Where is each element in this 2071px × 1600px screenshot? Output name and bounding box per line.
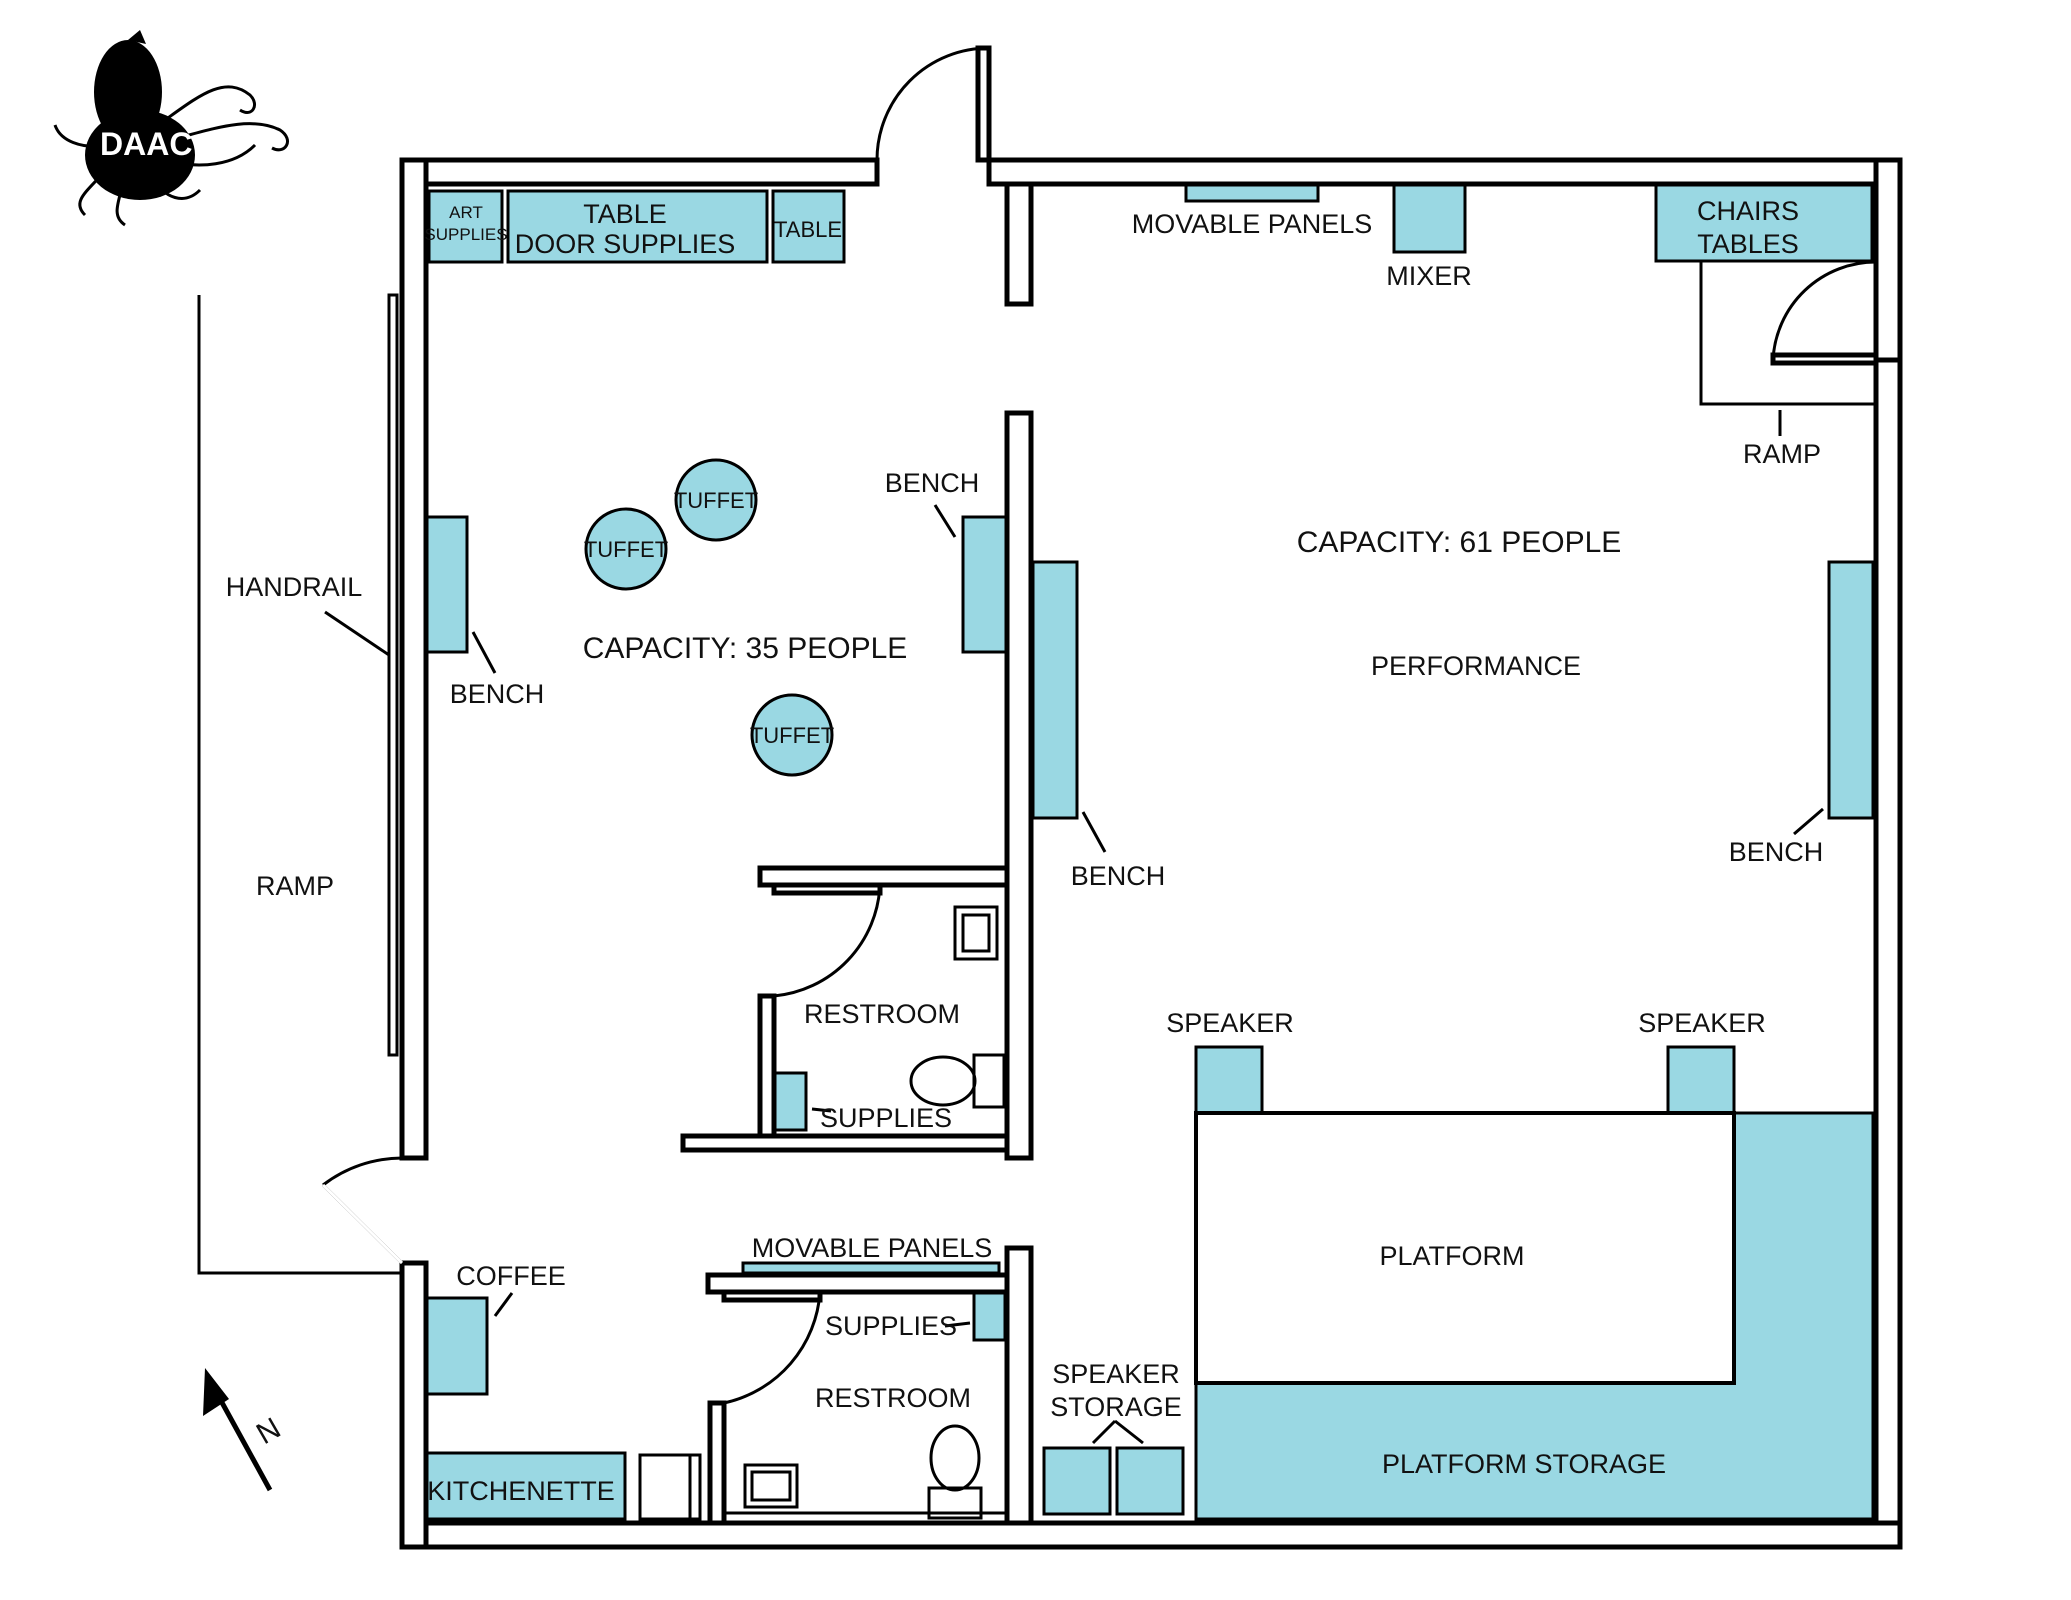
kitchenette-label: KITCHENETTE [427, 1476, 615, 1506]
coffee-label: COFFEE [456, 1261, 566, 1291]
bench-west-label: BENCH [450, 679, 545, 709]
movable-panels-top-label: MOVABLE PANELS [1132, 209, 1373, 239]
table-cabinet [771, 189, 846, 264]
handrail [387, 293, 399, 1057]
kitchenette-counter [423, 1451, 627, 1521]
tuffet-2 [584, 507, 668, 591]
west-ramp-outline [197, 295, 402, 1275]
tuffet-3-label: TUFFET [750, 723, 834, 748]
handrail-label: HANDRAIL [226, 572, 363, 602]
chairs-tables-storage [1654, 183, 1874, 263]
bench-east-label: BENCH [1729, 837, 1824, 867]
bench-center-bottom-label: BENCH [1071, 861, 1166, 891]
speaker-right [1666, 1045, 1736, 1115]
tuffet-1-label: TUFFET [674, 488, 758, 513]
north-arrow: N [203, 1368, 286, 1492]
walls-layer [399, 157, 1903, 1550]
speaker-storage-box-2 [1115, 1446, 1185, 1516]
ramp-east-label: RAMP [1743, 439, 1821, 469]
tuffet-2-label: TUFFET [584, 537, 668, 562]
logo-text: DAAC [100, 126, 192, 162]
table-small-label: TABLE [774, 217, 842, 242]
chairs-label: CHAIRS [1697, 196, 1799, 226]
speaker-right-label: SPEAKER [1638, 1008, 1766, 1038]
speaker-storage-label-2: STORAGE [1050, 1392, 1182, 1422]
speaker-storage-box-1 [1042, 1446, 1112, 1516]
capacity-west-label: CAPACITY: 35 PEOPLE [583, 632, 908, 665]
bench-center-right [1031, 560, 1079, 820]
supplies-north-label: SUPPLIES [820, 1103, 952, 1133]
movable-panels-bottom [741, 1261, 1001, 1275]
labels-layer: ART SUPPLIES TABLE DOOR SUPPLIES TABLE M… [226, 196, 1824, 1506]
platform-storage-label: PLATFORM STORAGE [1382, 1449, 1666, 1479]
furniture-layer [421, 183, 1875, 1521]
mixer [1392, 183, 1467, 254]
bench-east [1827, 560, 1875, 820]
supplies-south-shelf [972, 1291, 1007, 1342]
art-supplies-label-2: SUPPLIES [424, 225, 507, 244]
table-door-label-1: TABLE [583, 199, 667, 229]
bench-center-left [961, 515, 1009, 654]
tuffet-3 [750, 693, 834, 777]
speaker-left-label: SPEAKER [1166, 1008, 1294, 1038]
lines-layer [197, 45, 1879, 1521]
tables-label: TABLES [1697, 229, 1799, 259]
west-door-swing [322, 1156, 403, 1187]
east-door-swing [1771, 260, 1877, 361]
speaker-left [1194, 1045, 1264, 1115]
north-door-swing [875, 46, 990, 161]
table-door-supplies-cabinet [506, 189, 769, 264]
supplies-south-label: SUPPLIES [825, 1311, 957, 1341]
art-supplies-label-1: ART [449, 203, 483, 222]
north-label: N [251, 1412, 286, 1451]
movable-panels-top [1184, 183, 1320, 203]
platform-label: PLATFORM [1379, 1241, 1524, 1271]
bench-center-top-label: BENCH [885, 468, 980, 498]
daac-octopus-logo: DAAC [53, 30, 289, 227]
speaker-storage-label-1: SPEAKER [1052, 1359, 1180, 1389]
bench-west [421, 515, 469, 654]
ramp-west-label: RAMP [256, 871, 334, 901]
table-door-label-2: DOOR SUPPLIES [515, 229, 736, 259]
coffee-counter [423, 1296, 489, 1396]
movable-panels-bottom-label: MOVABLE PANELS [752, 1233, 993, 1263]
tuffet-1 [674, 458, 758, 542]
restroom-south-label: RESTROOM [815, 1383, 971, 1413]
restroom-north-label: RESTROOM [804, 999, 960, 1029]
performance-label: PERFORMANCE [1371, 651, 1581, 681]
mixer-label: MIXER [1386, 261, 1472, 291]
supplies-north-shelf [770, 1071, 808, 1132]
capacity-east-label: CAPACITY: 61 PEOPLE [1297, 526, 1622, 559]
east-ramp-outline [1699, 261, 1876, 406]
art-supplies-cabinet [427, 189, 504, 264]
